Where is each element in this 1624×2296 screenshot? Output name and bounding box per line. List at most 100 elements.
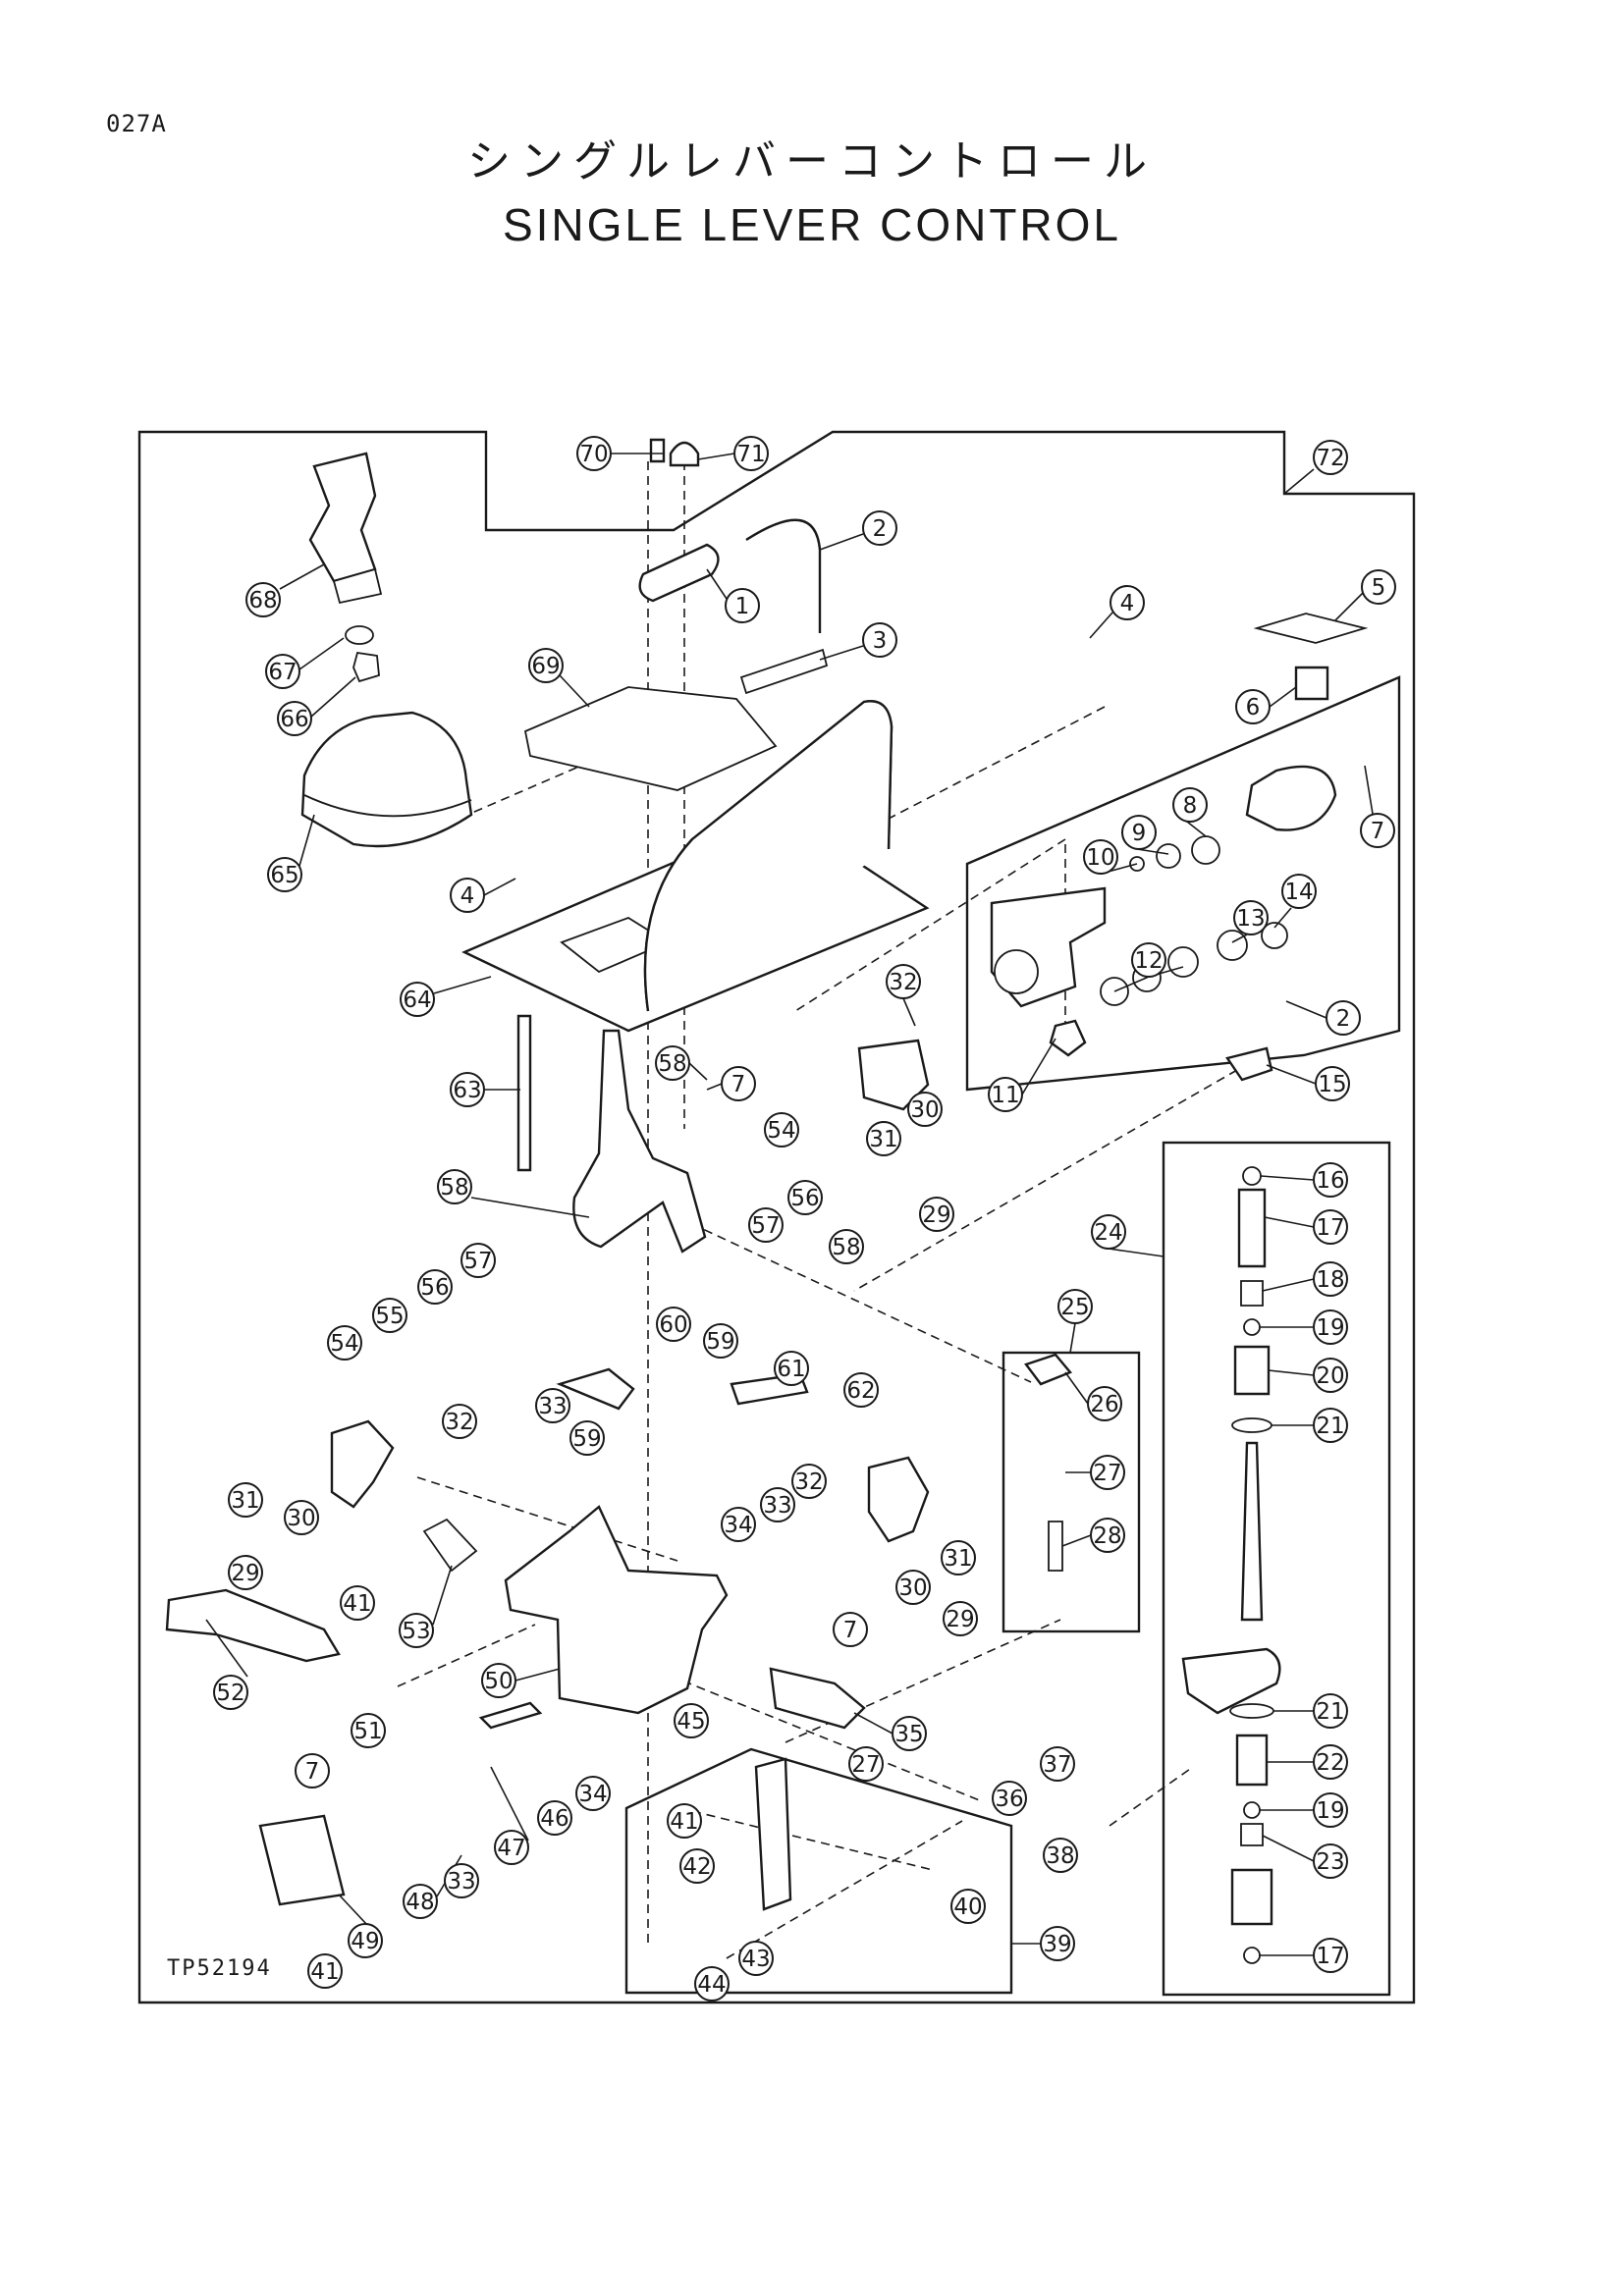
callout-number: 59: [572, 1426, 601, 1452]
callout-circle: [1313, 1162, 1348, 1198]
callout-circle: [725, 588, 760, 623]
callout-circle: [327, 1325, 362, 1361]
callout-38: 38: [1043, 1838, 1078, 1873]
callout-circle: [848, 1746, 884, 1782]
callout-number: 58: [658, 1051, 686, 1077]
callout-circle: [372, 1298, 407, 1333]
callout-circle: [1313, 1938, 1348, 1973]
callout-62: 62: [843, 1372, 879, 1408]
callout-circle: [1281, 874, 1317, 909]
callout-number: 3: [873, 628, 888, 654]
callout-47: 47: [494, 1830, 529, 1865]
callout-33: 33: [535, 1388, 570, 1423]
callout-55: 55: [372, 1298, 407, 1333]
callout-circle: [245, 582, 281, 617]
callout-number: 65: [270, 863, 298, 888]
callout-number: 20: [1316, 1363, 1344, 1389]
cover-box: [258, 1814, 346, 1906]
pedal-rod: [165, 1588, 341, 1663]
callout-28: 28: [1090, 1518, 1125, 1553]
callout-10: 10: [1083, 839, 1118, 875]
callout-circle: [748, 1207, 784, 1243]
callout-number: 61: [777, 1357, 805, 1382]
callout-16: 16: [1313, 1162, 1348, 1198]
callout-44: 44: [694, 1966, 730, 2002]
callout-number: 29: [231, 1561, 259, 1586]
callout-circle: [895, 1570, 931, 1605]
callout-circle: [774, 1351, 809, 1386]
callout-circle: [494, 1830, 529, 1865]
callout-64: 64: [400, 982, 435, 1017]
callout-circle: [228, 1482, 263, 1518]
callout-circle: [1043, 1838, 1078, 1873]
callout-circle: [667, 1803, 702, 1839]
callout-4: 4: [450, 878, 485, 913]
callout-56: 56: [787, 1180, 823, 1215]
callout-51: 51: [351, 1713, 386, 1748]
callout-number: 15: [1318, 1072, 1346, 1097]
callout-60: 60: [656, 1307, 691, 1342]
callout-2: 2: [1326, 1000, 1361, 1036]
callout-circle: [1313, 1792, 1348, 1828]
callout-number: 7: [305, 1759, 320, 1785]
callout-number: 9: [1132, 821, 1147, 846]
callout-circle: [450, 1072, 485, 1107]
callout-circle: [228, 1555, 263, 1590]
callout-number: 1: [735, 594, 750, 619]
callout-number: 27: [1093, 1461, 1121, 1486]
callout-number: 40: [953, 1895, 982, 1920]
title-block: シングルレバーコントロール SINGLE LEVER CONTROL: [0, 126, 1624, 251]
callout-number: 31: [944, 1546, 972, 1572]
callout-number: 11: [991, 1083, 1019, 1108]
callout-number: 32: [794, 1469, 823, 1495]
spacer-rod: [516, 1014, 532, 1172]
callout-number: 19: [1316, 1798, 1344, 1824]
callout-number: 60: [659, 1312, 687, 1338]
callout-circle: [351, 1713, 386, 1748]
callout-70: 70: [576, 436, 612, 471]
callout-number: 4: [460, 883, 475, 909]
callout-15: 15: [1315, 1066, 1350, 1101]
callout-number: 16: [1316, 1168, 1344, 1194]
callout-number: 64: [403, 988, 431, 1013]
callout-61: 61: [774, 1351, 809, 1386]
callout-27: 27: [1090, 1455, 1125, 1490]
callout-number: 21: [1316, 1699, 1344, 1725]
callout-circle: [277, 701, 312, 736]
callout-circle: [1313, 1209, 1348, 1245]
callout-number: 14: [1284, 880, 1313, 905]
assembly-frame: [137, 430, 1416, 2004]
callout-30: 30: [284, 1500, 319, 1535]
callout-number: 2: [873, 516, 888, 542]
callout-7: 7: [1360, 813, 1395, 848]
callout-circle: [528, 648, 564, 683]
callout-circle: [1235, 689, 1271, 724]
callout-number: 32: [889, 970, 917, 995]
callout-7: 7: [833, 1612, 868, 1647]
callout-1: 1: [725, 588, 760, 623]
callout-number: 17: [1316, 1944, 1344, 1969]
callout-46: 46: [537, 1800, 572, 1836]
callout-number: 29: [946, 1607, 974, 1632]
pilot-valve-assembly-box: [965, 675, 1401, 1092]
callout-45: 45: [674, 1703, 709, 1738]
callout-65: 65: [267, 857, 302, 892]
lever-arm: [572, 1029, 707, 1254]
link-arm: [769, 1667, 866, 1730]
callout-59: 59: [703, 1323, 738, 1359]
callout-number: 38: [1046, 1843, 1074, 1869]
callout-27: 27: [848, 1746, 884, 1782]
callout-71: 71: [733, 436, 769, 471]
callout-circle: [437, 1169, 472, 1204]
callout-circle: [738, 1941, 774, 1976]
callout-number: 33: [447, 1869, 475, 1895]
callout-number: 31: [869, 1127, 897, 1152]
callout-circle: [843, 1372, 879, 1408]
callout-circle: [537, 1800, 572, 1836]
callout-number: 49: [351, 1929, 379, 1954]
callout-number: 46: [540, 1806, 568, 1832]
callout-circle: [1110, 585, 1145, 620]
callout-circle: [988, 1077, 1023, 1112]
callout-69: 69: [528, 648, 564, 683]
callout-number: 53: [402, 1619, 430, 1644]
